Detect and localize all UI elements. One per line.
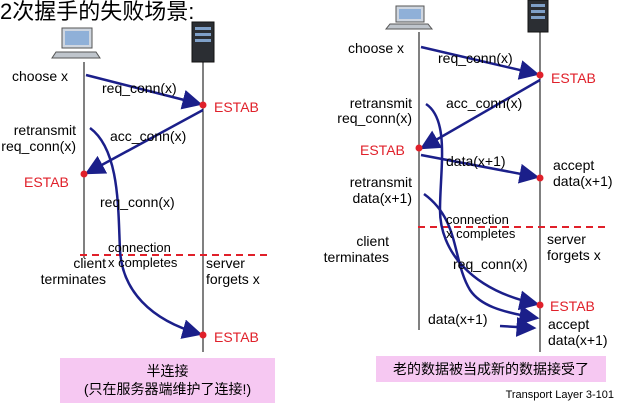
label-x-completes-left: x completes [108, 255, 178, 270]
accept-dot-right-1 [536, 174, 544, 182]
note-line-1: 半连接 [146, 363, 189, 379]
label-acc-conn-right: acc_conn(x) [446, 95, 523, 111]
label-retransmit-req-left: req_conn(x) [1, 138, 76, 154]
acc-conn-arrow [84, 108, 204, 175]
estab-dot-server-2 [199, 331, 207, 339]
label-connection-left: connection [108, 240, 171, 255]
req-conn-arrow-1 [85, 73, 203, 110]
label-retransmit-right-1: retransmit [349, 95, 412, 111]
label-accept-data-right-1: data(x+1) [553, 173, 613, 189]
note-old-data-accepted: 老的数据被当成新的数据接受了 [376, 356, 606, 382]
laptop-icon-right [384, 5, 434, 30]
label-x-completes-right: x completes [446, 226, 516, 241]
estab-dot-server-1 [199, 101, 207, 109]
label-req-conn-left-1: req_conn(x) [102, 80, 177, 96]
page-title: 2次握手的失败场景: [0, 0, 195, 24]
label-req-conn-right-1: req_conn(x) [438, 50, 513, 66]
footer-page-label: Transport Layer 3-101 [505, 389, 614, 401]
estab-dot-right-2 [536, 301, 544, 309]
laptop-icon-left [51, 27, 101, 59]
label-choose-x-right: choose x [348, 40, 405, 56]
label-req-conn-left-2: req_conn(x) [100, 194, 175, 210]
data-arrow-right-1 [420, 153, 540, 184]
label-choose-x-left: choose x [12, 68, 69, 84]
label-data-right-2: data(x+1) [428, 311, 488, 327]
label-server-right: server [547, 231, 586, 247]
label-forgets-left: forgets x [206, 271, 260, 287]
label-client-left: client [73, 255, 106, 271]
label-estab-right-client: ESTAB [360, 142, 405, 158]
note-half-connection: 半连接 (只在服务器端维护了连接!) [60, 358, 275, 403]
label-data-right-1: data(x+1) [446, 153, 506, 169]
estab-dot-right-1 [536, 71, 544, 79]
label-forgets-right: forgets x [547, 247, 601, 263]
label-server-left: server [206, 255, 245, 271]
retransmit-data-arrow-right [423, 192, 540, 326]
label-acc-conn-left: acc_conn(x) [110, 128, 187, 144]
req-conn-arrow-right-1 [420, 45, 540, 80]
estab-dot-right-client [415, 144, 423, 152]
note-line-2: (只在服务器端维护了连接!) [83, 381, 252, 397]
label-retransmit-left: retransmit [13, 122, 76, 138]
label-accept-right-2: accept [548, 316, 590, 332]
label-retransmit-data-right: data(x+1) [352, 190, 412, 206]
label-req-conn-right-2: req_conn(x) [453, 256, 528, 272]
acc-conn-arrow-right [419, 78, 541, 150]
server-icon-right [527, 0, 549, 33]
label-estab-right-2: ESTAB [550, 298, 595, 314]
server-icon-left [191, 21, 215, 63]
label-accept-data-right-2: data(x+1) [548, 332, 608, 348]
label-estab-right-1: ESTAB [551, 70, 596, 86]
label-estab-client-left: ESTAB [24, 174, 69, 190]
retransmit-arrow [89, 126, 203, 339]
retransmit-req-arrow-right [425, 102, 540, 311]
label-client-right: client [356, 233, 389, 249]
label-terminates-left: terminates [40, 271, 106, 287]
label-retransmit-req-right: req_conn(x) [337, 110, 412, 126]
estab-dot-client [80, 170, 88, 178]
label-connection-right: connection [446, 212, 509, 227]
label-estab-left-1: ESTAB [214, 99, 259, 115]
data-arrow-right-2 [499, 316, 537, 337]
label-accept-right-1: accept [553, 157, 595, 173]
label-estab-left-2: ESTAB [214, 329, 259, 345]
label-retransmit-right-2: retransmit [349, 174, 412, 190]
label-terminates-right: terminates [323, 249, 389, 265]
